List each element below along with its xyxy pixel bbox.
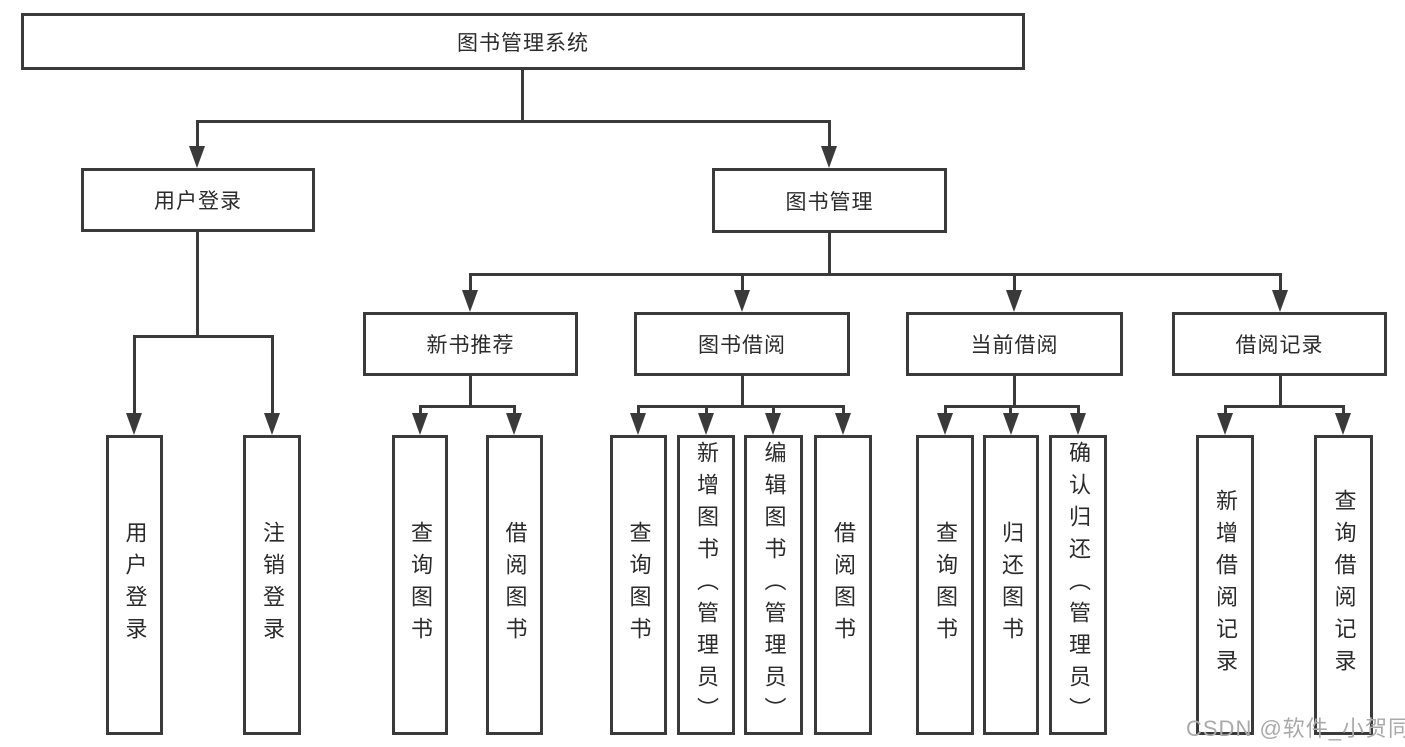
leaf-confirm-return-admin: 确认归还（管理员） [1049,435,1107,735]
connector-drop [1342,405,1345,416]
connector-drop [944,405,947,416]
leaf-return-books: 归还图书 [983,435,1039,735]
connector-arrow [1272,290,1288,312]
connector-arrow [1003,413,1019,435]
connector-arrow [1006,290,1022,312]
leaf-logout: 注销登录 [243,435,301,735]
connector-arrow [1335,413,1351,435]
connector-drop [1013,273,1016,292]
connector-arrow [821,146,837,168]
connector-stem-new-books [469,376,472,408]
connector-drop [469,273,472,292]
connector-arrow [126,413,142,435]
connector-drop [741,273,744,292]
leaf-add-books-admin: 新增图书（管理员） [677,435,735,735]
node-label: 图书管理 [785,190,874,214]
node-book-borrow: 图书借阅 [634,312,850,376]
connector-stem-user-login [196,232,199,338]
connector-drop [1224,405,1227,416]
leaf-borrow-books-recommend: 借阅图书 [486,435,543,735]
connector-drop [705,405,708,416]
connector-arrow [765,413,781,435]
connector-arrow [734,290,750,312]
connector-rail-level2 [196,120,831,123]
connector-arrow [630,413,646,435]
node-label: 图书借阅 [698,334,786,357]
connector-drop [196,120,199,148]
node-label: 查询借阅记录 [1331,489,1357,681]
node-label: 借阅记录 [1235,334,1324,357]
connector-arrow [189,146,205,168]
connector-stem-root [521,70,524,123]
node-label: 借阅图书 [502,521,528,649]
node-user-login: 用户登录 [81,168,315,232]
leaf-borrow-books: 借阅图书 [814,435,872,735]
node-label: 编辑图书（管理员） [761,441,787,729]
node-label: 图书管理系统 [457,31,589,55]
node-current-borrow: 当前借阅 [906,312,1123,376]
connector-stem-borrow-records [1279,376,1282,408]
connector-arrow [937,413,953,435]
connector-drop [271,335,274,415]
leaf-query-books-current: 查询图书 [916,435,974,735]
node-label: 用户登录 [122,521,148,649]
connector-arrow [835,413,851,435]
connector-arrow [412,413,428,435]
node-borrow-records: 借阅记录 [1172,312,1387,376]
csdn-watermark: CSDN @软件_小贺同学 [1186,716,1405,741]
node-label: 查询图书 [626,521,652,649]
node-label: 新书推荐 [426,334,515,357]
connector-drop [1279,273,1282,292]
connector-rail-borrow-records [1224,405,1345,408]
leaf-user-login: 用户登录 [106,435,163,735]
node-label: 归还图书 [999,521,1024,649]
node-label: 注销登录 [260,521,285,649]
node-label: 当前借阅 [970,334,1059,357]
connector-drop [1009,405,1012,416]
connector-drop [842,405,845,416]
connector-arrow [698,413,714,435]
connector-rail-level3 [469,273,1282,276]
node-label: 新增图书（管理员） [694,441,719,729]
node-book-management: 图书管理 [712,168,947,233]
node-label: 新增借阅记录 [1213,489,1238,681]
connector-arrow [462,290,478,312]
connector-stem-book-mgmt [828,233,831,276]
connector-arrow [506,413,522,435]
leaf-query-books-recommend: 查询图书 [392,435,448,735]
leaf-edit-books-admin: 编辑图书（管理员） [744,435,803,735]
connector-drop [772,405,775,416]
connector-rail-current-borrow [944,405,1080,408]
connector-rail-user-login [133,335,274,338]
node-label: 查询图书 [933,521,958,649]
connector-drop [637,405,640,416]
node-label: 确认归还（管理员） [1066,441,1091,729]
connector-arrow [1070,413,1086,435]
connector-stem-book-borrow [741,376,744,408]
connector-drop [419,405,422,416]
connector-arrow [1217,413,1233,435]
connector-stem-current-borrow [1013,376,1016,408]
node-root-library-system: 图书管理系统 [21,13,1025,70]
connector-drop [1077,405,1080,416]
node-label: 用户登录 [154,190,242,213]
connector-drop [133,335,136,415]
connector-rail-book-borrow [637,405,845,408]
node-label: 借阅图书 [831,521,856,649]
leaf-add-borrow-record: 新增借阅记录 [1196,435,1254,735]
connector-rail-new-books [419,405,516,408]
leaf-query-books-borrow: 查询图书 [610,435,667,735]
connector-drop [828,120,831,148]
connector-drop [513,405,516,416]
leaf-query-borrow-record: 查询借阅记录 [1314,435,1373,735]
node-new-book-recommend: 新书推荐 [363,312,578,376]
connector-arrow [264,413,280,435]
node-label: 查询图书 [408,521,433,649]
